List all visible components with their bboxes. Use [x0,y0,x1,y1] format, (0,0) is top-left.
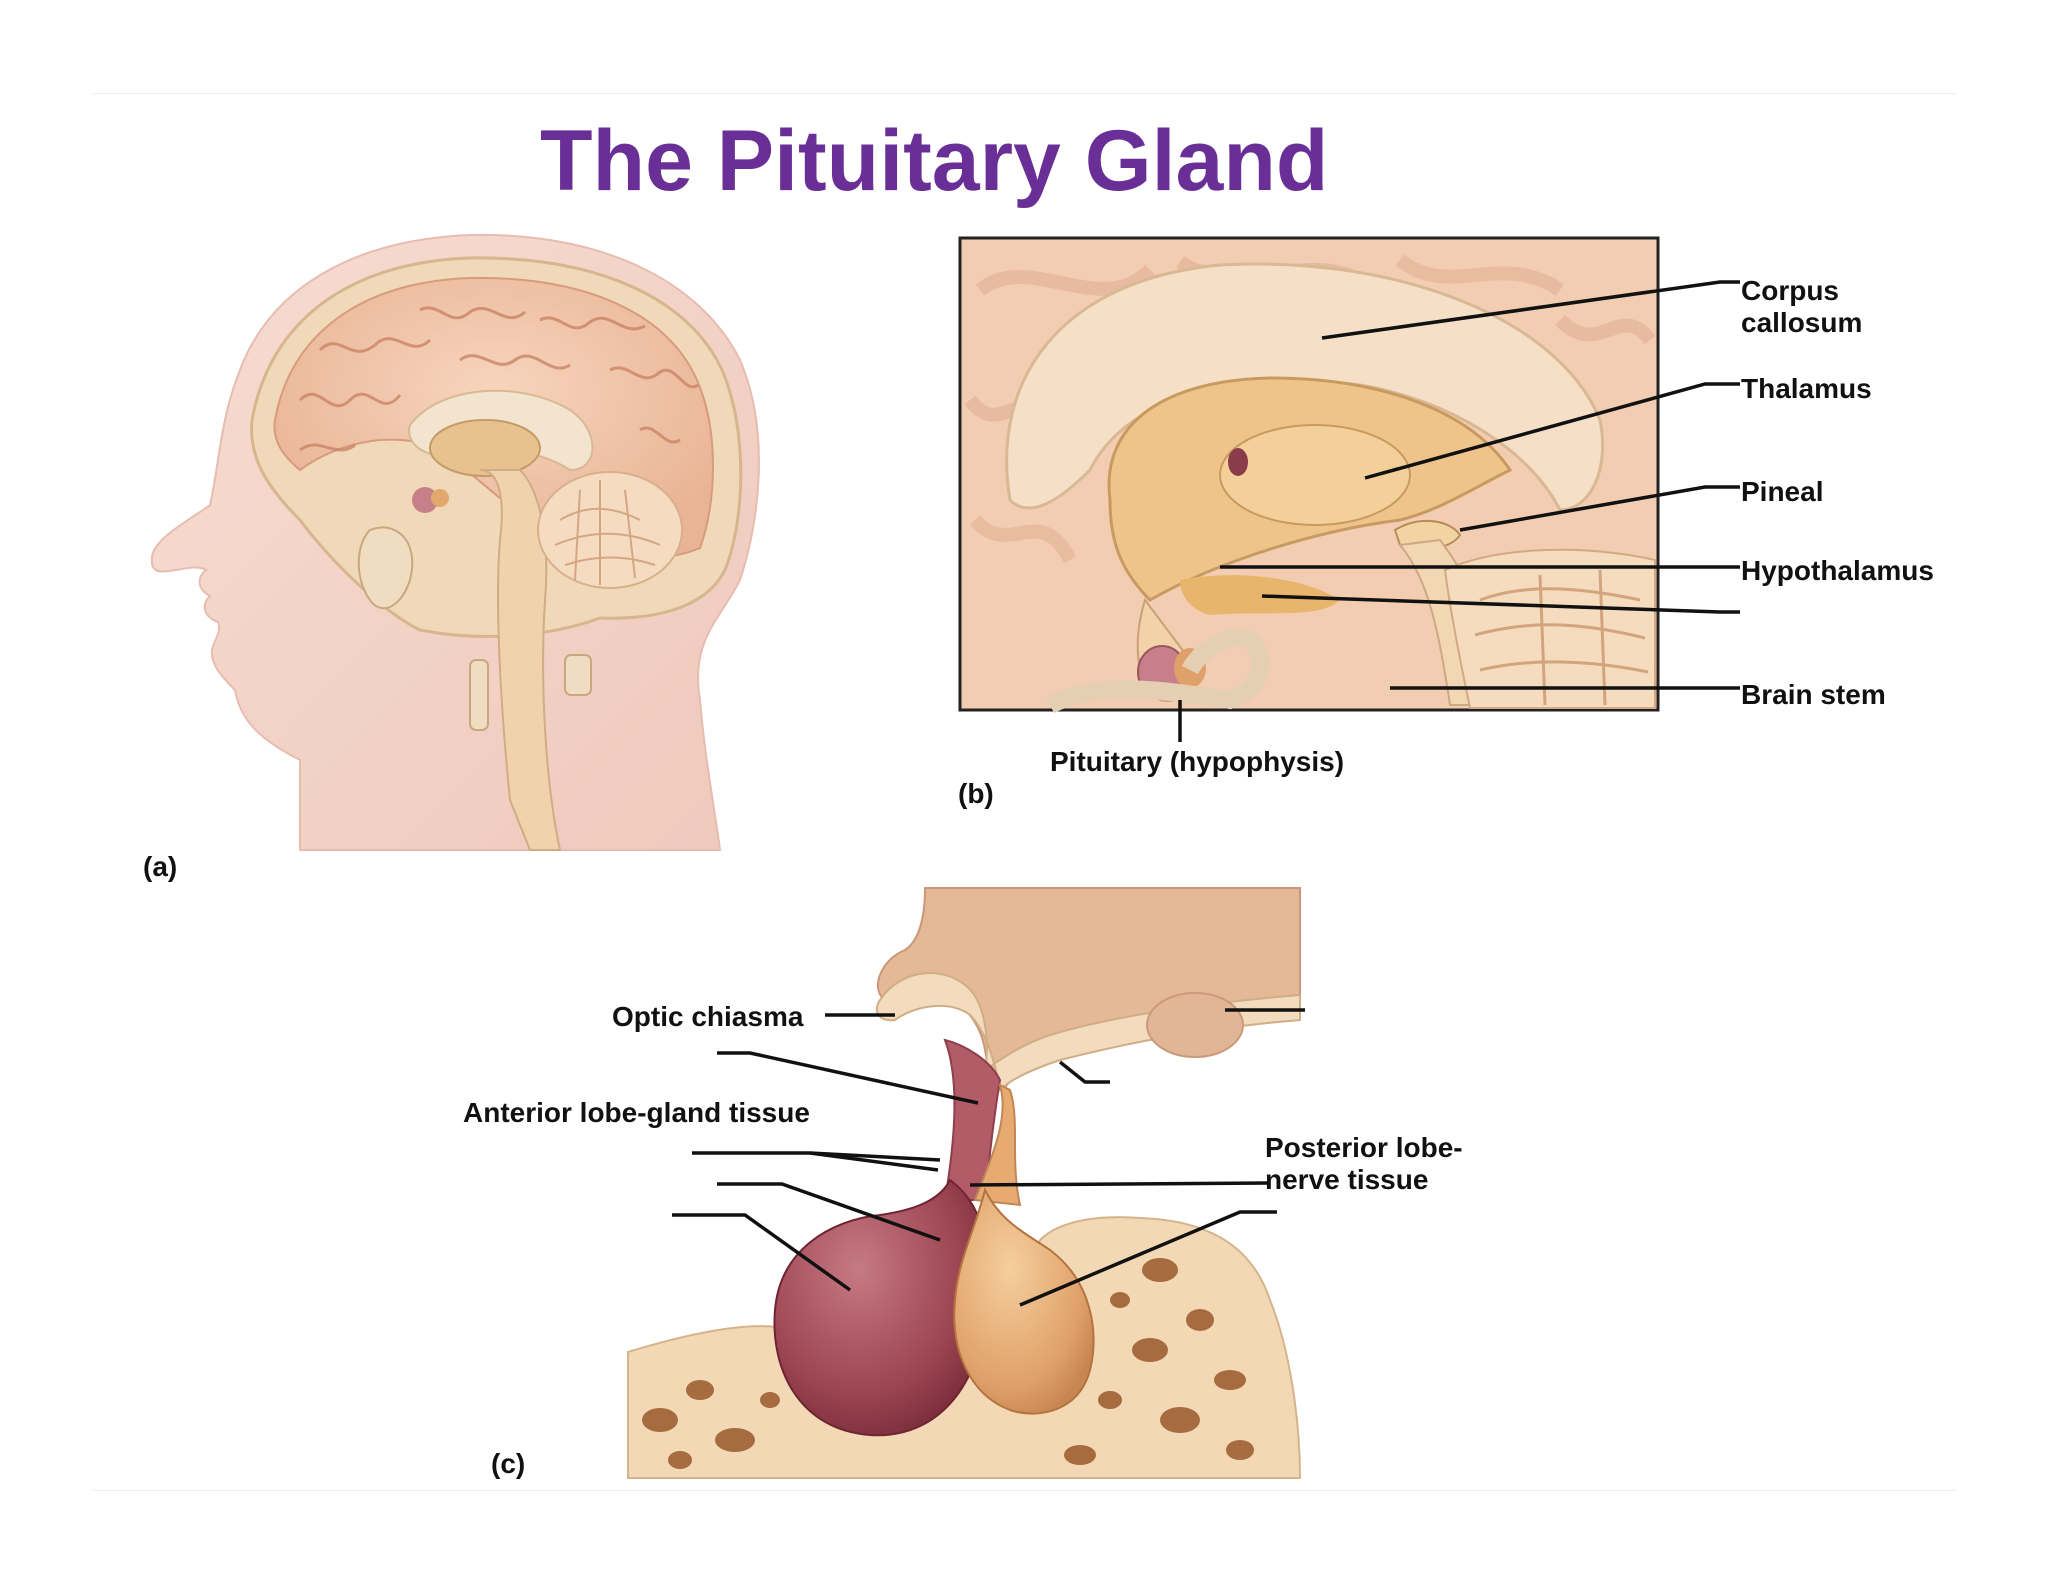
label-corpus-callosum: Corpus callosum [1741,275,1862,339]
leader-lines-b [1178,280,1740,742]
label-optic-chiasma: Optic chiasma [612,1001,804,1032]
label-hypothalamus: Hypothalamus [1741,555,1934,586]
bone-marrow-spots [642,1258,1254,1469]
head-sagittal-illustration [150,233,760,851]
label-corpus-callosum-line2: callosum [1741,307,1863,338]
label-thalamus: Thalamus [1741,373,1872,404]
label-brain-stem: Brain stem [1741,679,1886,710]
panel-c-tag: (c) [491,1448,526,1479]
brain-midline-closeup [958,236,1660,714]
panel-a-tag: (a) [143,851,178,882]
slide-title: The Pituitary Gland [540,113,1329,209]
label-corpus-callosum-line1: Corpus [1741,275,1839,306]
pituitary-detail-illustration [627,887,1302,1479]
label-posterior-lobe: Posterior lobe- nerve tissue [1265,1132,1463,1196]
label-posterior-lobe-line2: nerve tissue [1265,1164,1429,1195]
cerebellum-closeup [1443,548,1656,709]
cerebellum [537,471,683,589]
panel-b-tag: (b) [958,778,994,809]
label-anterior-lobe: Anterior lobe-gland tissue [463,1097,810,1128]
label-pineal: Pineal [1741,476,1824,507]
label-posterior-lobe-line1: Posterior lobe- [1265,1132,1463,1163]
leader-lines-c [672,1008,1305,1307]
label-pituitary: Pituitary (hypophysis) [1050,746,1345,777]
